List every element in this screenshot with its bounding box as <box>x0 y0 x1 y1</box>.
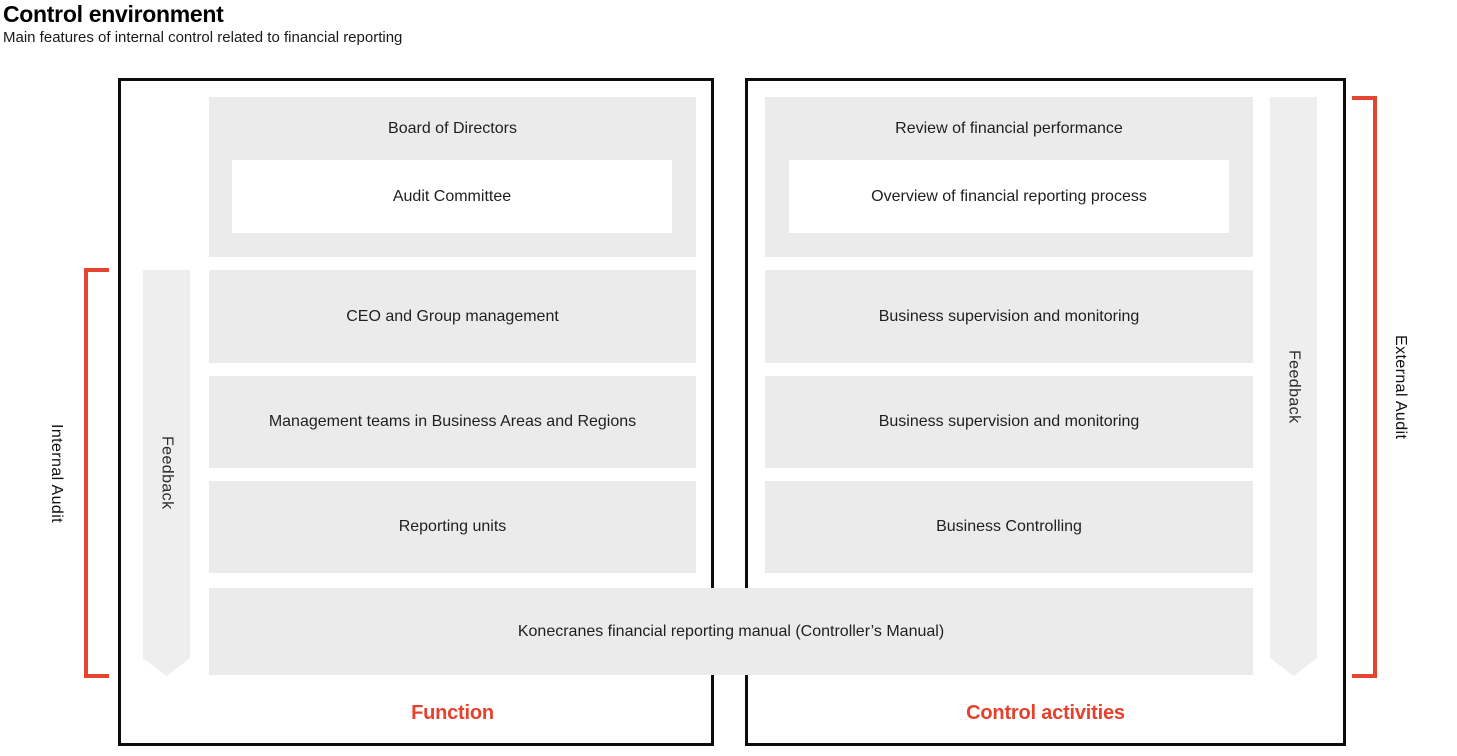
external-audit-bracket <box>1352 96 1377 678</box>
page-subtitle: Main features of internal control relate… <box>3 29 403 46</box>
reporting-units-box: Reporting units <box>209 481 696 573</box>
board-of-directors-box: Board of Directors Audit Committee <box>209 97 696 257</box>
external-feedback-arrow-icon: Feedback <box>1270 97 1317 676</box>
control-activities-footer-label: Control activities <box>966 702 1125 724</box>
management-teams-box: Management teams in Business Areas and R… <box>209 376 696 468</box>
internal-feedback-label: Feedback <box>158 436 176 510</box>
business-controlling-box: Business Controlling <box>765 481 1253 573</box>
external-feedback-label: Feedback <box>1285 349 1303 424</box>
internal-audit-label: Internal Audit <box>48 423 65 523</box>
board-of-directors-label: Board of Directors <box>388 119 517 137</box>
business-supervision-box-1: Business supervision and monitoring <box>765 270 1253 363</box>
page-title: Control environment <box>3 1 224 27</box>
reporting-manual-box: Konecranes financial reporting manual (C… <box>209 588 1253 675</box>
business-supervision-box-2: Business supervision and monitoring <box>765 376 1253 468</box>
control-activities-panel-border <box>745 78 1346 746</box>
audit-committee-box: Audit Committee <box>232 160 672 233</box>
ceo-group-management-box: CEO and Group management <box>209 270 696 363</box>
function-panel-border <box>118 78 714 746</box>
internal-audit-bracket <box>84 268 109 678</box>
external-audit-label: External Audit <box>1392 334 1409 440</box>
function-footer-label: Function <box>411 702 494 724</box>
overview-financial-reporting-box: Overview of financial reporting process <box>789 160 1229 233</box>
review-financial-performance-box: Review of financial performance Overview… <box>765 97 1253 257</box>
internal-feedback-arrow-icon: Feedback <box>143 270 190 676</box>
review-financial-performance-label: Review of financial performance <box>895 119 1123 137</box>
